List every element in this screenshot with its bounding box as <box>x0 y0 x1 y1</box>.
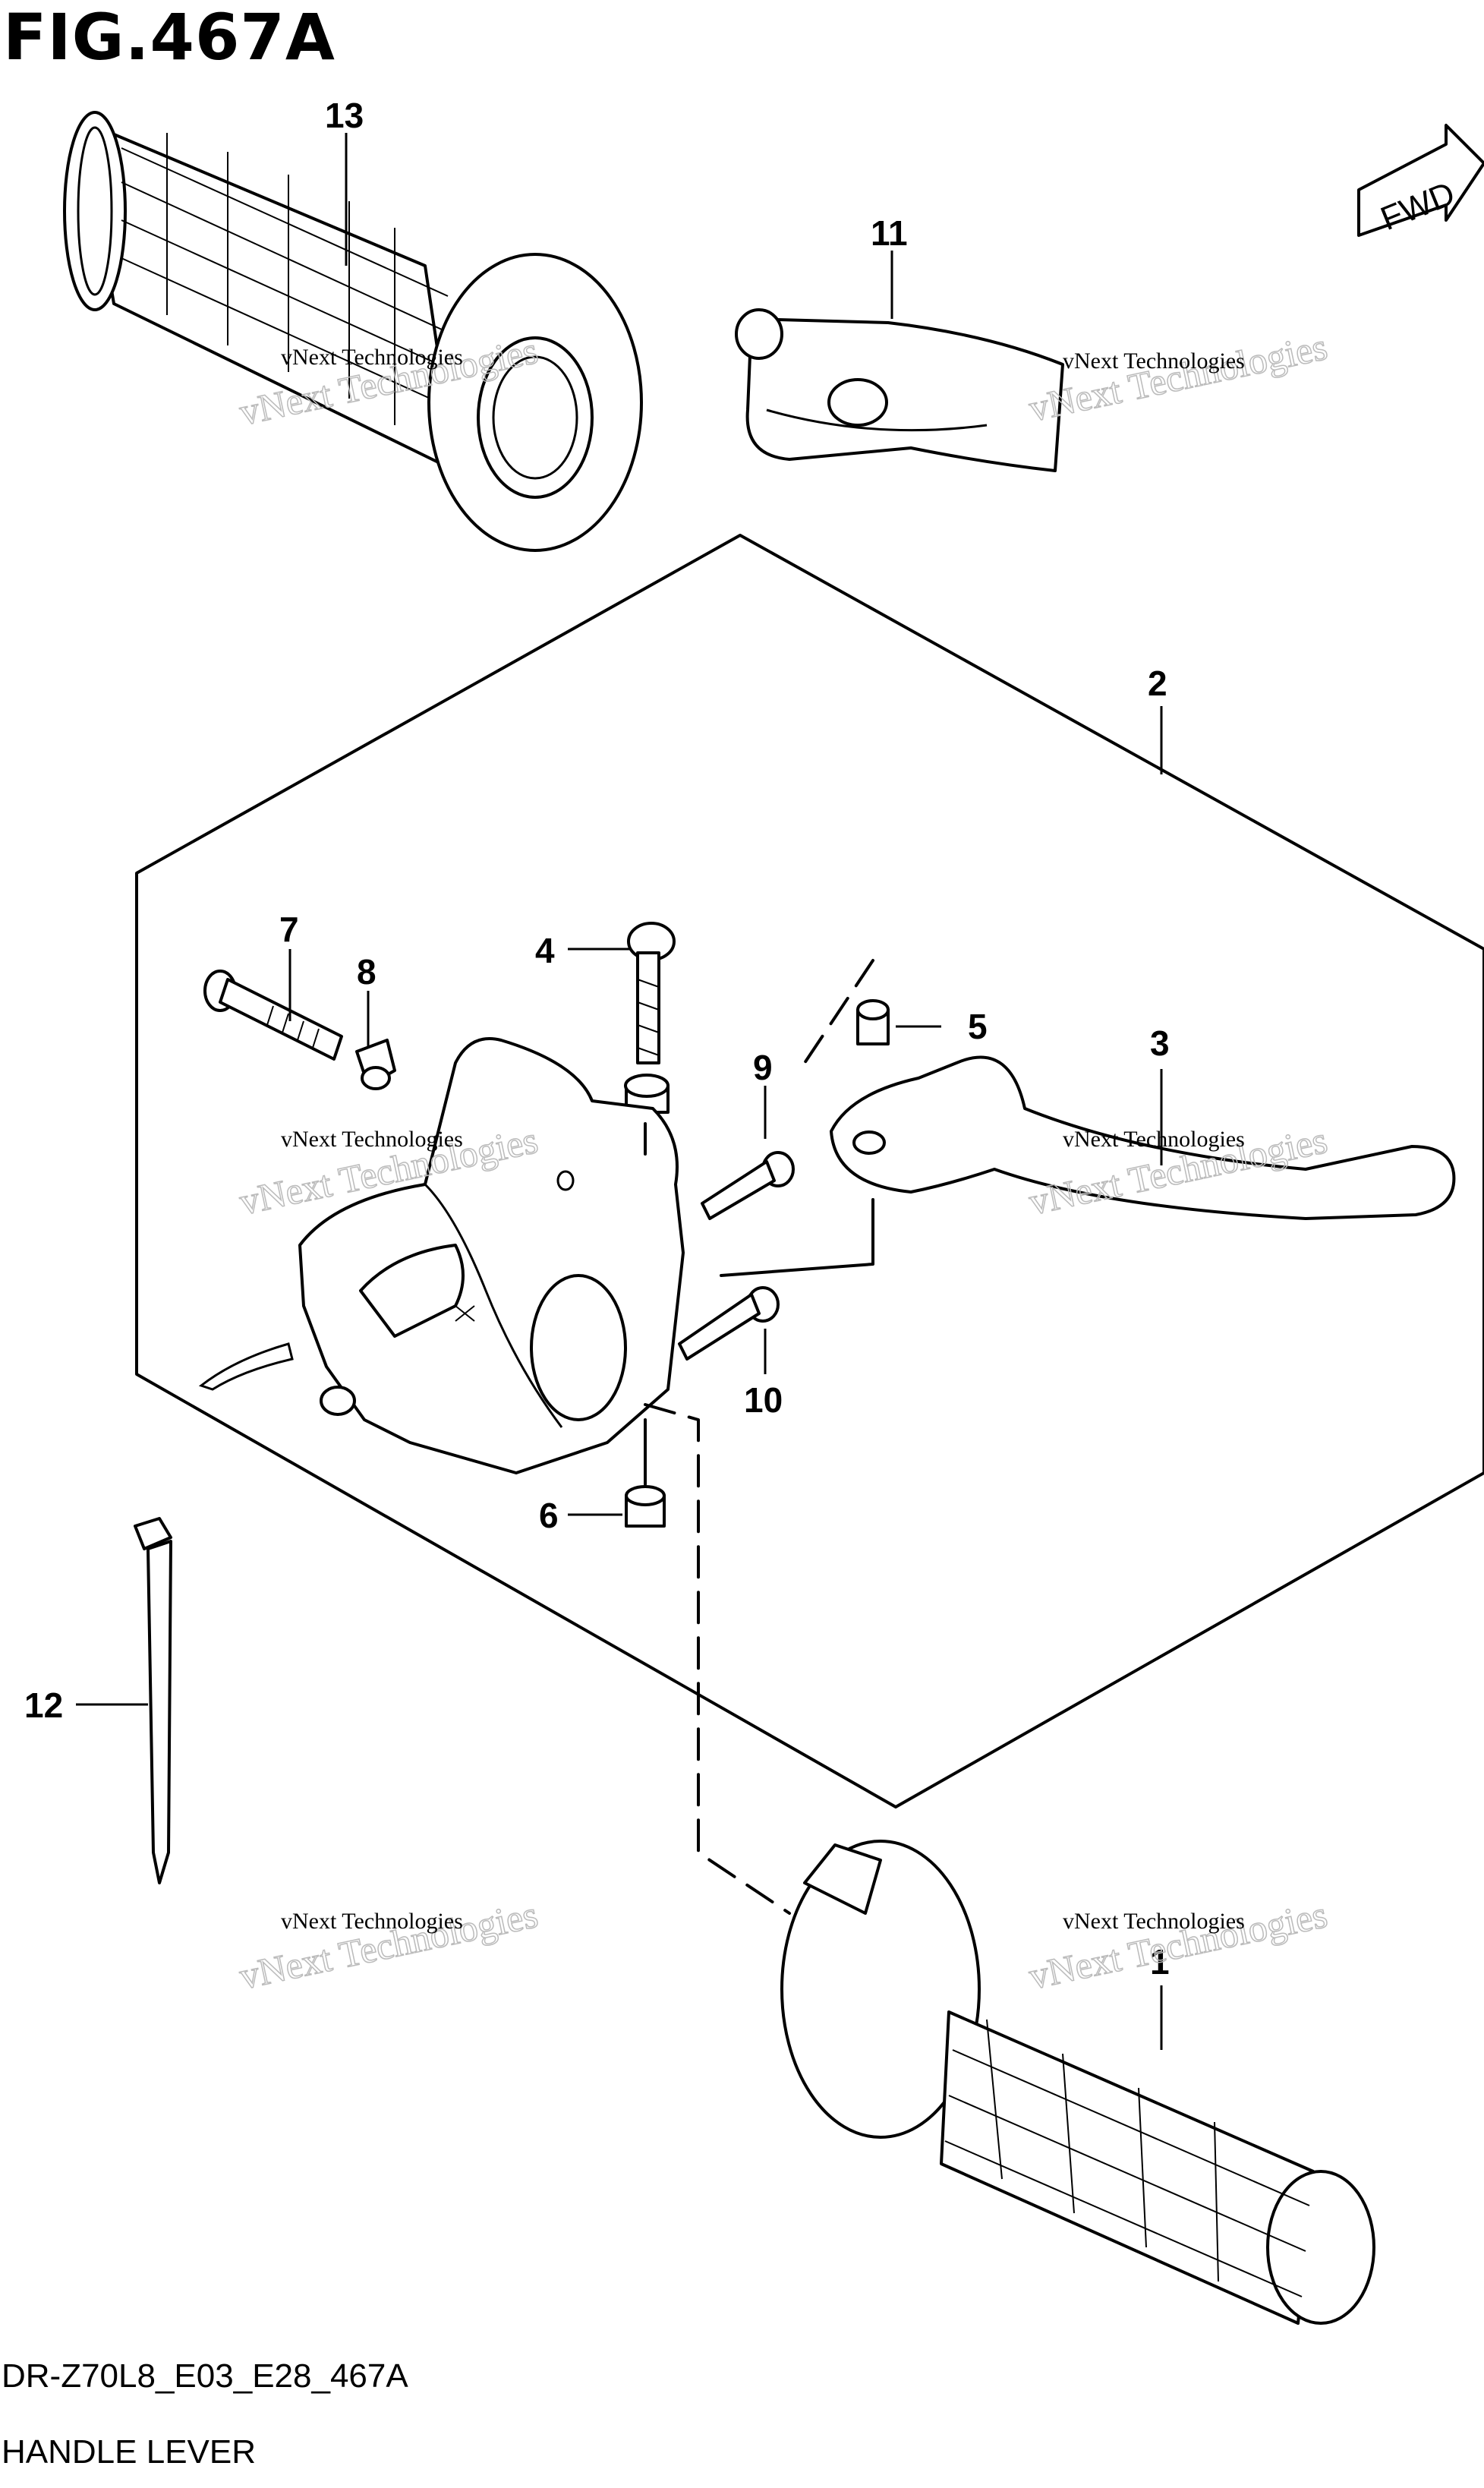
callout-2: 2 <box>1148 664 1167 703</box>
svg-text:vNext Technologies: vNext Technologies <box>281 1909 463 1934</box>
callout-4: 4 <box>535 931 555 970</box>
svg-text:vNext Technologies: vNext Technologies <box>1026 325 1331 430</box>
callout-leaders <box>76 133 1163 2050</box>
connection-lines <box>644 959 874 1915</box>
svg-text:vNext Technologies: vNext Technologies <box>281 1127 463 1152</box>
part-12-cable-tie <box>134 1517 172 1884</box>
callout-8: 8 <box>357 952 377 992</box>
part-1-right-grip <box>780 1840 1375 2325</box>
part-8-collar <box>355 1039 396 1090</box>
part-5-pivot-collar <box>856 999 890 1045</box>
callout-3: 3 <box>1150 1023 1170 1063</box>
svg-text:vNext Technologies: vNext Technologies <box>1063 1127 1245 1152</box>
figure-title: FIG.467A <box>3 0 336 74</box>
lever-bracket-housing <box>198 1037 685 1474</box>
callout-7: 7 <box>279 910 299 949</box>
callout-9: 9 <box>753 1048 773 1087</box>
fwd-arrow-icon: FWD <box>1357 124 1484 238</box>
part-11-lever-cover <box>735 308 1064 472</box>
assembly-2-boundary <box>135 534 1484 1808</box>
part-10-bolt <box>678 1286 780 1361</box>
callout-11: 11 <box>871 213 908 253</box>
callout-labels: 13 11 2 7 8 4 5 3 9 10 6 12 1 <box>24 96 1170 1982</box>
figure-name: HANDLE LEVER <box>2 2433 257 2471</box>
part-7-bolt <box>203 970 343 1061</box>
svg-text:vNext Technologies: vNext Technologies <box>1063 1909 1245 1934</box>
part-4-screw <box>627 922 676 1064</box>
callout-13: 13 <box>325 96 364 135</box>
part-9-bolt <box>701 1151 795 1220</box>
part-6-nut <box>625 1485 666 1528</box>
svg-text:vNext Technologies: vNext Technologies <box>281 345 463 370</box>
callout-10: 10 <box>744 1380 783 1420</box>
part-13-left-grip <box>63 111 643 552</box>
part-3-lever <box>830 1055 1456 1220</box>
figure-code: DR-Z70L8_E03_E28_467A <box>2 2357 408 2395</box>
callout-1: 1 <box>1150 1942 1170 1982</box>
callout-12: 12 <box>24 1685 63 1725</box>
svg-text:vNext Technologies: vNext Technologies <box>1063 348 1245 374</box>
callout-5: 5 <box>968 1007 988 1046</box>
callout-6: 6 <box>539 1496 559 1535</box>
